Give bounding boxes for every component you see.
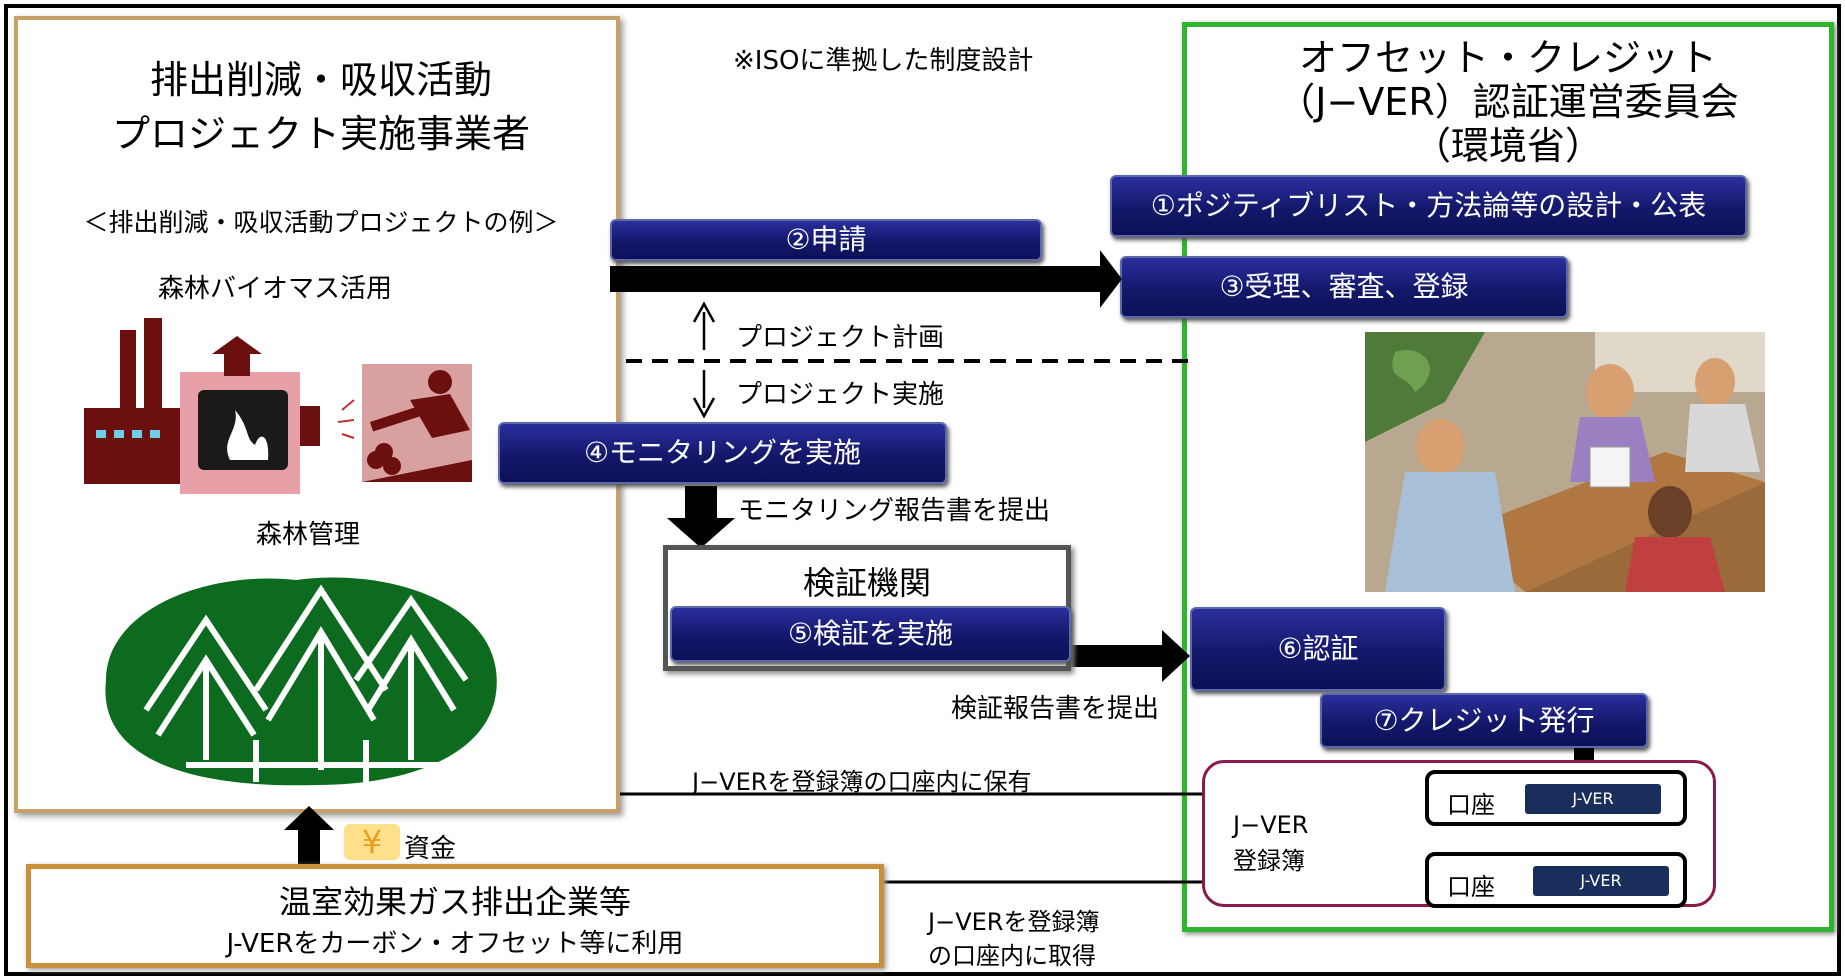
step6-certification-bar: ⑥認証: [1190, 607, 1446, 691]
biomass-label: 森林バイオマス活用: [158, 274, 393, 304]
project-plan-label: プロジェクト計画: [736, 323, 945, 353]
project-implementation-label: プロジェクト実施: [736, 380, 945, 410]
jver-tag: J-VER: [1525, 784, 1661, 814]
project-examples-caption: ＜排出削減・吸収活動プロジェクトの例＞: [83, 208, 559, 237]
acquire-jver-label-line2: の口座内に取得: [928, 942, 1096, 970]
step5-verification-bar: ⑤検証を実施: [670, 606, 1071, 662]
outer-frame: [4, 4, 1841, 976]
emitting-company-box: 温室効果ガス排出企業等 J-VERをカーボン・オフセット等に利用: [26, 864, 884, 968]
project-title-line1: 排出削減・吸収活動: [149, 58, 492, 102]
company-subtitle: J-VERをカーボン・オフセット等に利用: [226, 929, 684, 959]
jver-tag: J-VER: [1533, 866, 1669, 896]
biomass-illustration: [84, 318, 472, 494]
hold-jver-label: J−VERを登録簿の口座内に保有: [692, 768, 1032, 796]
project-operator-box: 排出削減・吸収活動 プロジェクト実施事業者 ＜排出削減・吸収活動プロジェクトの例…: [14, 16, 620, 813]
step7-credit-issuance-bar: ⑦クレジット発行: [1320, 693, 1648, 748]
acquire-jver-label-line1: J−VERを登録簿: [928, 908, 1100, 936]
verification-report-label: 検証報告書を提出: [951, 694, 1160, 724]
committee-title-line1: オフセット・クレジット: [1298, 36, 1717, 80]
meeting-illustration: [1365, 332, 1765, 592]
company-title: 温室効果ガス排出企業等: [278, 883, 631, 921]
committee-title-line2: （J−VER）認証運営委員会: [1277, 80, 1739, 124]
step2-application-bar: ②申請: [610, 219, 1042, 261]
svg-text:¥: ¥: [362, 823, 382, 861]
registry-label-line1: J−VER: [1233, 811, 1309, 839]
verification-body-title: 検証機関: [802, 564, 931, 602]
registry-label-line2: 登録簿: [1233, 847, 1305, 875]
iso-note: ※ISOに準拠した制度設計: [733, 46, 1034, 76]
step1-positive-list-bar: ①ポジティブリスト・方法論等の設計・公表: [1110, 175, 1747, 237]
monitoring-report-label: モニタリング報告書を提出: [738, 496, 1051, 526]
account-label: 口座: [1447, 873, 1495, 901]
step4-monitoring-bar: ④モニタリングを実施: [498, 422, 947, 484]
forest-illustration: [105, 577, 497, 786]
funds-label: 資金: [404, 834, 457, 864]
project-title-line2: プロジェクト実施事業者: [111, 112, 530, 156]
step3-registration-bar: ③受理、審査、登録: [1120, 256, 1568, 318]
acquirer-account: 口座 J-VER: [1425, 852, 1687, 908]
yen-icon: ¥: [342, 818, 402, 864]
forest-management-label: 森林管理: [256, 520, 361, 550]
holder-account: 口座 J-VER: [1425, 770, 1687, 826]
account-label: 口座: [1447, 791, 1495, 819]
committee-title-line3: （環境省）: [1412, 124, 1603, 168]
